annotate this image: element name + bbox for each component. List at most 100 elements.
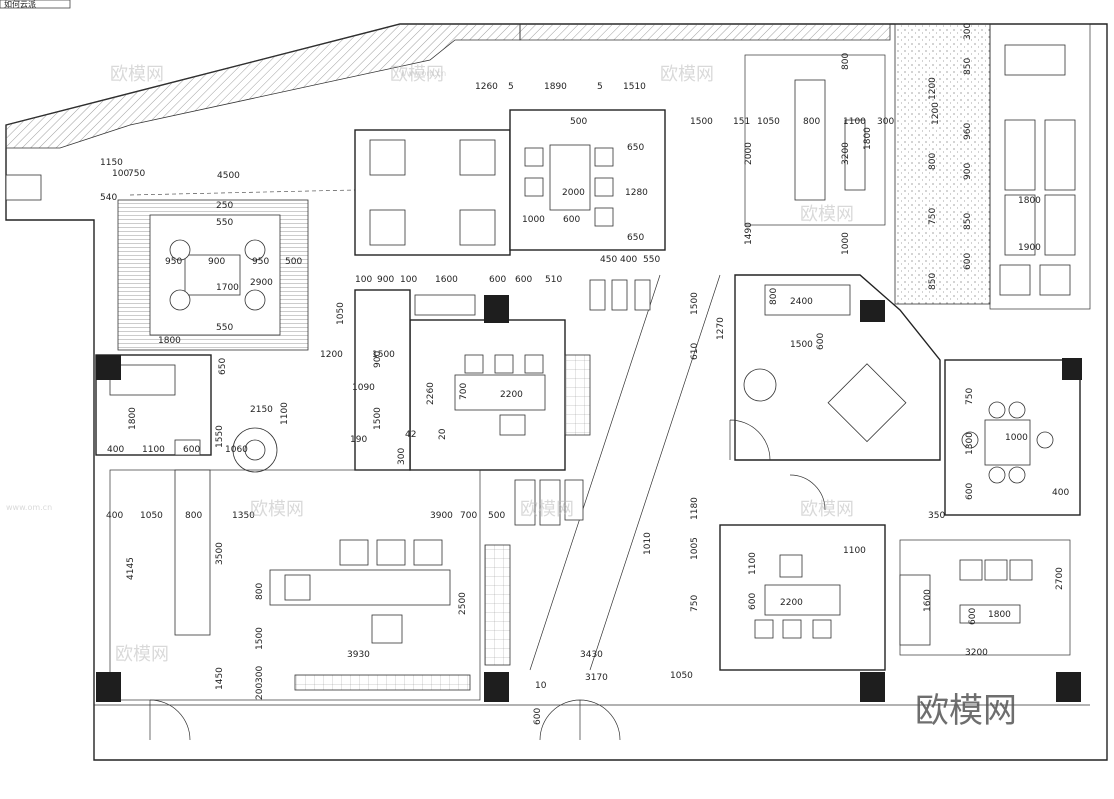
dim-1510: 1510 — [623, 82, 646, 92]
dim-450: 450 — [600, 255, 617, 265]
dim-750c: 750 — [690, 595, 700, 612]
dim-190: 190 — [350, 435, 367, 445]
dim-1100c: 1100 — [142, 445, 165, 455]
door-dining — [789, 474, 826, 511]
dim-20: 20 — [438, 428, 448, 440]
dim-2200b: 2200 — [780, 598, 803, 608]
dim-600b: 600 — [563, 215, 580, 225]
dim-3500: 3500 — [215, 542, 225, 565]
dim-960: 960 — [963, 123, 973, 140]
dim-500c: 500 — [488, 511, 505, 521]
dim-600r: 600 — [963, 253, 973, 270]
watermark-2: 欧模网 — [390, 64, 444, 85]
dim-1500a: 1500 — [690, 117, 713, 127]
long-bench — [174, 469, 211, 636]
dim-3200: 3200 — [841, 142, 851, 165]
watermark-8: 欧模网 — [800, 204, 854, 225]
dim-550c: 550 — [643, 255, 660, 265]
dim-850a: 850 — [963, 58, 973, 75]
dim-750: 750 — [128, 169, 145, 179]
dim-100c: 100 — [400, 275, 417, 285]
dim-1000b: 1000 — [522, 215, 545, 225]
dim-350: 350 — [928, 511, 945, 521]
dim-900: 900 — [208, 257, 225, 267]
dim-5: 5 — [508, 82, 514, 92]
dim-1060: 1060 — [225, 445, 248, 455]
dim-1100b: 1100 — [280, 402, 290, 425]
vertical-dimension-labels: 800 3200 1800 1200 2000 1490 1000 1050 9… — [126, 23, 1065, 725]
vanity-counter — [414, 294, 476, 316]
dim-10a: 10 — [535, 681, 547, 691]
boardroom-table — [454, 374, 546, 411]
dim-1010: 1010 — [643, 532, 653, 555]
dim-1200v: 1200 — [931, 102, 941, 125]
dim-800b: 800 — [769, 288, 779, 305]
dim-550a: 550 — [216, 218, 233, 228]
dim-3200b: 3200 — [965, 648, 988, 658]
dim-650b: 650 — [627, 233, 644, 243]
dim-1100a: 1100 — [843, 117, 866, 127]
dim-700a: 700 — [459, 383, 469, 400]
watermark-1: 欧模网 — [110, 64, 164, 85]
dim-1200r: 1200 — [928, 77, 938, 100]
display-shelf — [484, 544, 511, 666]
dim-1260: 1260 — [475, 82, 498, 92]
meeting-table-lower — [764, 584, 841, 616]
dim-800c: 800 — [185, 511, 202, 521]
hall-chairs — [339, 539, 443, 644]
watermark-3: 欧模网 — [660, 64, 714, 85]
dim-250: 250 — [216, 201, 233, 211]
dim-1600: 1600 — [435, 275, 458, 285]
dim-600i: 600 — [748, 593, 758, 610]
watermark-url-1: www.om.cn — [400, 69, 446, 78]
header-tab — [0, 0, 71, 9]
dim-1500b: 1500 — [372, 350, 395, 360]
dim-1050a: 1050 — [757, 117, 780, 127]
toilet-stalls — [369, 139, 496, 246]
kitchen-cabinet — [174, 439, 201, 456]
dim-800r: 800 — [928, 153, 938, 170]
watermark-4: 欧模网 — [250, 499, 304, 520]
dim-1900r: 1900 — [1018, 243, 1041, 253]
dim-100: 100 — [112, 169, 129, 179]
dim-2000v: 2000 — [744, 142, 754, 165]
main-hall — [109, 469, 481, 701]
dim-2200a: 2200 — [500, 390, 523, 400]
watermark-7: 欧模网 — [115, 644, 169, 665]
watermark-url-2: www.om.cn — [6, 503, 52, 512]
tea-chairs — [169, 239, 266, 311]
dim-650c: 650 — [218, 358, 228, 375]
dim-540: 540 — [100, 193, 117, 203]
dim-1700: 1700 — [216, 283, 239, 293]
dim-1090: 1090 — [352, 383, 375, 393]
dim-1200: 1200 — [320, 350, 343, 360]
dim-750r: 750 — [928, 208, 938, 225]
stepping-stones — [514, 279, 651, 526]
dim-600f: 600 — [816, 333, 826, 350]
dim-2900: 2900 — [250, 278, 273, 288]
dim-1270: 1270 — [716, 317, 726, 340]
office-desk-2 — [844, 119, 866, 191]
dim-3900: 3900 — [430, 511, 453, 521]
dim-1180: 1180 — [690, 497, 700, 520]
dim-600d: 600 — [515, 275, 532, 285]
dim-510: 510 — [545, 275, 562, 285]
dim-1350: 1350 — [232, 511, 255, 521]
dim-1280: 1280 — [625, 188, 648, 198]
dim-650: 650 — [627, 143, 644, 153]
dim-1000c: 1000 — [1005, 433, 1028, 443]
dim-800a: 800 — [803, 117, 820, 127]
dim-950a: 950 — [165, 257, 182, 267]
dim-2500: 2500 — [458, 592, 468, 615]
watermark-6: 欧模网 — [800, 499, 854, 520]
planting-area — [894, 23, 991, 305]
lounge-table — [827, 363, 907, 443]
dim-1300: 1300 — [965, 432, 975, 455]
sofa-lower — [899, 574, 931, 646]
watermark-brand: 欧模网 — [915, 691, 1017, 731]
boardroom-chairs — [464, 354, 544, 436]
columns — [96, 295, 1082, 702]
dim-1050b: 1050 — [336, 302, 346, 325]
dim-1500d: 1500 — [790, 340, 813, 350]
